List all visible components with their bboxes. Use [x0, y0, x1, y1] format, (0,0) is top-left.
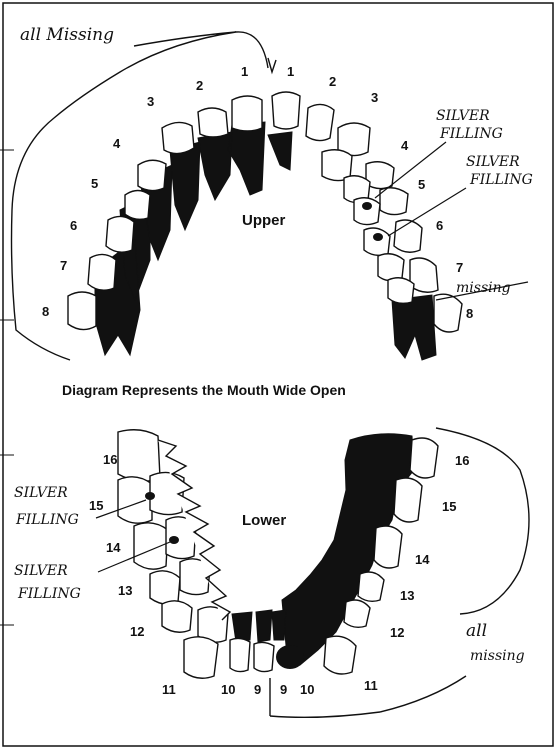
lower-filling-mark: [145, 492, 155, 500]
lower-left-tooth-12: [162, 601, 192, 632]
annotation-lower-filling-2-line2: FILLING: [17, 586, 81, 602]
upper-left-tooth-4: [138, 160, 166, 190]
lower-left-number-15: 15: [89, 498, 103, 513]
lower-left-number-14: 14: [106, 540, 121, 555]
upper-right-tooth-2: [306, 104, 334, 140]
lower-incisor-black: [276, 645, 304, 669]
upper-right-number-5: 5: [418, 177, 425, 192]
upper-right-number-4: 4: [401, 138, 409, 153]
lower-right-number-12: 12: [390, 625, 404, 640]
lower-left-number-16: 16: [103, 452, 117, 467]
lower-right-tooth-13: [358, 572, 384, 601]
lower-left-tooth-16: [118, 430, 160, 481]
lower-left-tooth-10: [230, 638, 250, 671]
lower-right-number-16: 16: [455, 453, 469, 468]
upper-left-tooth-8: [68, 292, 96, 330]
annotation-upper-filling-2-line1: SILVER: [466, 154, 520, 170]
lower-right-tooth-15: [394, 478, 422, 522]
upper-right-tooth-7a: [378, 254, 404, 281]
annotation-upper-filling-2-line2: FILLING: [469, 172, 533, 188]
annotation-upper-filling-1-line1: SILVER: [436, 108, 490, 124]
upper-right-small-missing: [268, 132, 292, 170]
tick-mark: [268, 58, 276, 72]
lower-left-tooth-15: [118, 477, 152, 523]
lower-left-tooth-13: [150, 571, 180, 604]
annotation-upper-right-missing: missing: [456, 280, 511, 296]
lower-right-number-10: 10: [300, 682, 314, 697]
upper-left-number-3: 3: [147, 94, 154, 109]
upper-right-tooth-7c: [388, 278, 414, 304]
upper-right-missing-teeth: [392, 295, 436, 360]
upper-left-number-5: 5: [91, 176, 98, 191]
lower-right-number-9: 9: [280, 682, 287, 697]
upper-left-tooth-5: [125, 191, 150, 220]
lower-left-number-11: 11: [162, 682, 176, 697]
upper-arch-label: Upper: [242, 212, 286, 229]
upper-right-tooth-6c: [364, 228, 390, 255]
lower-left-number-10: 10: [221, 682, 235, 697]
upper-right-number-8: 8: [466, 306, 473, 321]
upper-right-number-7: 7: [456, 260, 463, 275]
upper-left-number-7: 7: [60, 258, 67, 273]
upper-left-number-2: 2: [196, 78, 203, 93]
upper-right-tooth-6a: [354, 198, 380, 225]
lower-filling-mark: [169, 536, 179, 544]
lower-right-tooth-16: [410, 438, 438, 478]
annotation-lower-filling-1-line1: SILVER: [14, 485, 68, 501]
annotation-all-missing-top: all Missing: [20, 25, 114, 45]
annotation-upper-filling-1-line2: FILLING: [439, 126, 503, 142]
upper-right-number-2: 2: [329, 74, 336, 89]
upper-left-number-4: 4: [113, 136, 121, 151]
upper-right-number-1: 1: [287, 64, 294, 79]
lower-left-tooth-9: [254, 642, 274, 671]
upper-left-tooth-1: [232, 96, 262, 131]
lower-right-number-14: 14: [415, 552, 430, 567]
lower-left-tooth-14: [134, 523, 168, 569]
lower-right-tooth-12: [344, 600, 370, 627]
lower-right-tooth-11: [324, 636, 356, 674]
annotation-lower-filling-1-line2: FILLING: [15, 512, 79, 528]
upper-left-number-6: 6: [70, 218, 77, 233]
annotation-lower-filling-2-line1: SILVER: [14, 563, 68, 579]
upper-right-number-6: 6: [436, 218, 443, 233]
upper-filling-mark: [362, 202, 372, 210]
upper-right-number-3: 3: [371, 90, 378, 105]
lower-left-number-13: 13: [118, 583, 132, 598]
upper-filling-mark: [373, 233, 383, 241]
lower-left-number-9: 9: [254, 682, 261, 697]
lower-right-number-11: 11: [364, 678, 378, 693]
lower-left-black-marks: [232, 610, 286, 642]
lower-right-tooth-14: [374, 526, 402, 568]
lower-right-number-13: 13: [400, 588, 414, 603]
annotation-lower-right-line2: missing: [470, 648, 525, 664]
lower-right-number-15: 15: [442, 499, 456, 514]
upper-left-number-1: 1: [241, 64, 248, 79]
upper-right-tooth-5c: [380, 188, 408, 215]
lower-left-number-12: 12: [130, 624, 144, 639]
diagram-caption: Diagram Represents the Mouth Wide Open: [62, 382, 346, 398]
upper-right-tooth-1: [272, 92, 300, 129]
upper-left-number-8: 8: [42, 304, 49, 319]
upper-left-tooth-7: [88, 254, 116, 290]
annotation-lower-right-line1: all: [466, 621, 487, 641]
lower-left-tooth-11: [184, 637, 218, 678]
upper-left-tooth-3: [162, 122, 194, 153]
upper-right-tooth-4: [322, 150, 352, 181]
upper-left-tooth-6: [106, 216, 134, 252]
upper-right-tooth-6b: [394, 220, 422, 252]
upper-left-tooth-2: [198, 108, 228, 137]
lower-arch-label: Lower: [242, 512, 286, 529]
